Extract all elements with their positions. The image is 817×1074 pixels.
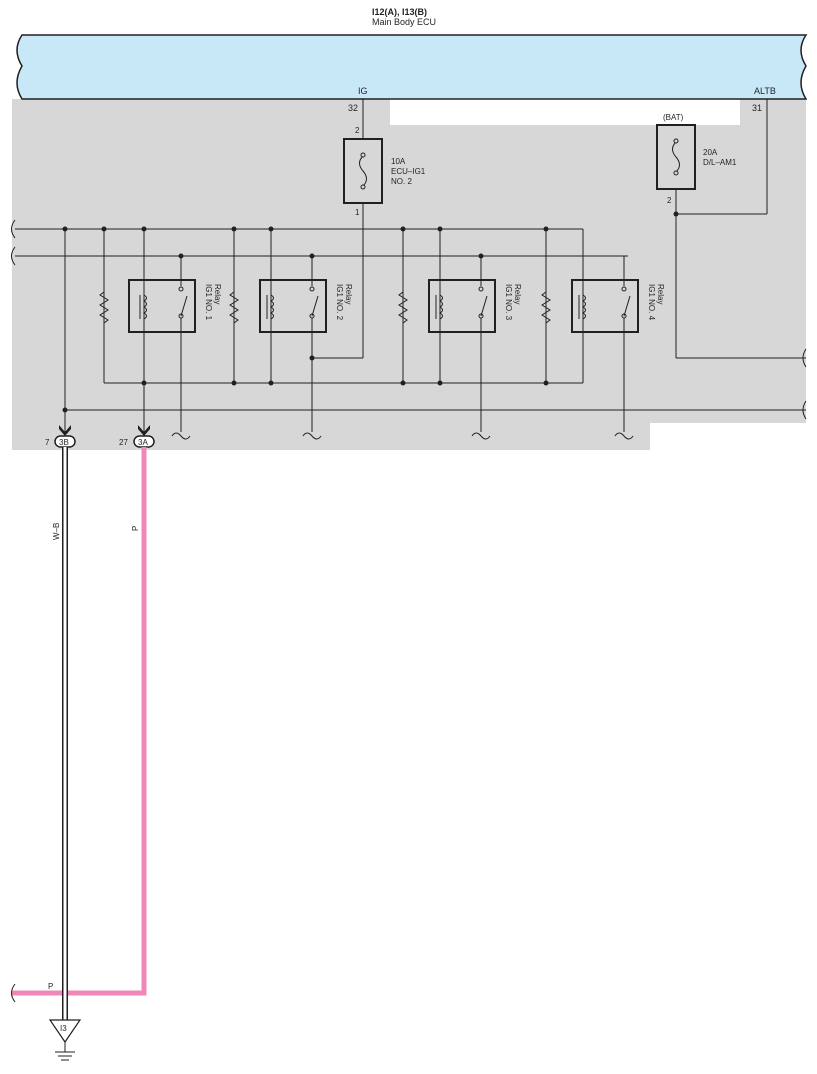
connector-3a-pin: 27: [119, 438, 128, 447]
wire-wb-label: W–B: [52, 523, 61, 540]
connector-3b-pin: 7: [45, 438, 50, 447]
fuse-ecu-ig1-name-1: ECU–IG1: [391, 167, 426, 176]
altb-pin-number: 31: [752, 103, 762, 113]
resistor-3: [398, 291, 408, 324]
resistor-4: [541, 291, 551, 324]
ground-code: I3: [60, 1024, 67, 1033]
fuse-dl-am1-rating: 20A: [703, 148, 718, 157]
fuse-dl-am1-pin-bottom: 2: [667, 196, 672, 205]
ecu-name: Main Body ECU: [372, 17, 436, 27]
ecu-body: [16, 34, 808, 100]
circuit-lines: [11, 99, 807, 440]
relay-1-name: IG1 NO. 1: [204, 284, 213, 321]
relay-2-type: Relay: [344, 284, 353, 304]
fuse-ecu-ig1-pin-bottom: 1: [355, 208, 360, 217]
resistor-2: [229, 291, 239, 324]
fuse-dl-am1-supply: (BAT): [663, 113, 684, 122]
resistors: [99, 291, 551, 324]
wire-p-label: P: [131, 526, 140, 531]
relay-3: [428, 279, 496, 333]
ig-pin-label: IG: [358, 86, 368, 96]
relay-1: [128, 279, 196, 333]
relay-4: [571, 279, 639, 333]
wire-p-break: [11, 983, 16, 1003]
connector-3a: 3A: [133, 435, 155, 448]
wire-p: [12, 447, 147, 996]
relay-2: [259, 279, 327, 333]
fuse-dl-am1-name: D/L–AM1: [703, 158, 737, 167]
junction-dots: [62, 211, 679, 413]
ecu-connector-label: I12(A), I13(B): [372, 7, 427, 17]
relay-3-type: Relay: [513, 284, 522, 304]
resistor-1: [99, 291, 109, 324]
relay-3-name: IG1 NO. 3: [504, 284, 513, 321]
ground-symbol: [48, 1019, 82, 1061]
fuse-dl-am1: [656, 124, 696, 190]
internal-white-gap: [390, 99, 740, 125]
fuse-ecu-ig1-no2: [343, 138, 383, 204]
relay-4-type: Relay: [656, 284, 665, 304]
connector-3b-code: 3B: [59, 438, 69, 447]
relay-2-name: IG1 NO. 2: [335, 284, 344, 321]
fuse-ecu-ig1-rating: 10A: [391, 157, 406, 166]
altb-pin-label: ALTB: [754, 86, 776, 96]
wire-p-bottom-label: P: [48, 982, 53, 991]
relay-4-name: IG1 NO. 4: [647, 284, 656, 321]
internal-circuit-area: [12, 99, 806, 450]
ig-pin-number: 32: [348, 103, 358, 113]
connector-arrows: [59, 425, 150, 436]
fuse-ecu-ig1-pin-top: 2: [355, 126, 360, 135]
fuse-ecu-ig1-name-2: NO. 2: [391, 177, 412, 186]
connector-3b: 3B: [54, 435, 76, 448]
connector-3a-code: 3A: [138, 438, 148, 447]
relay-1-type: Relay: [213, 284, 222, 304]
